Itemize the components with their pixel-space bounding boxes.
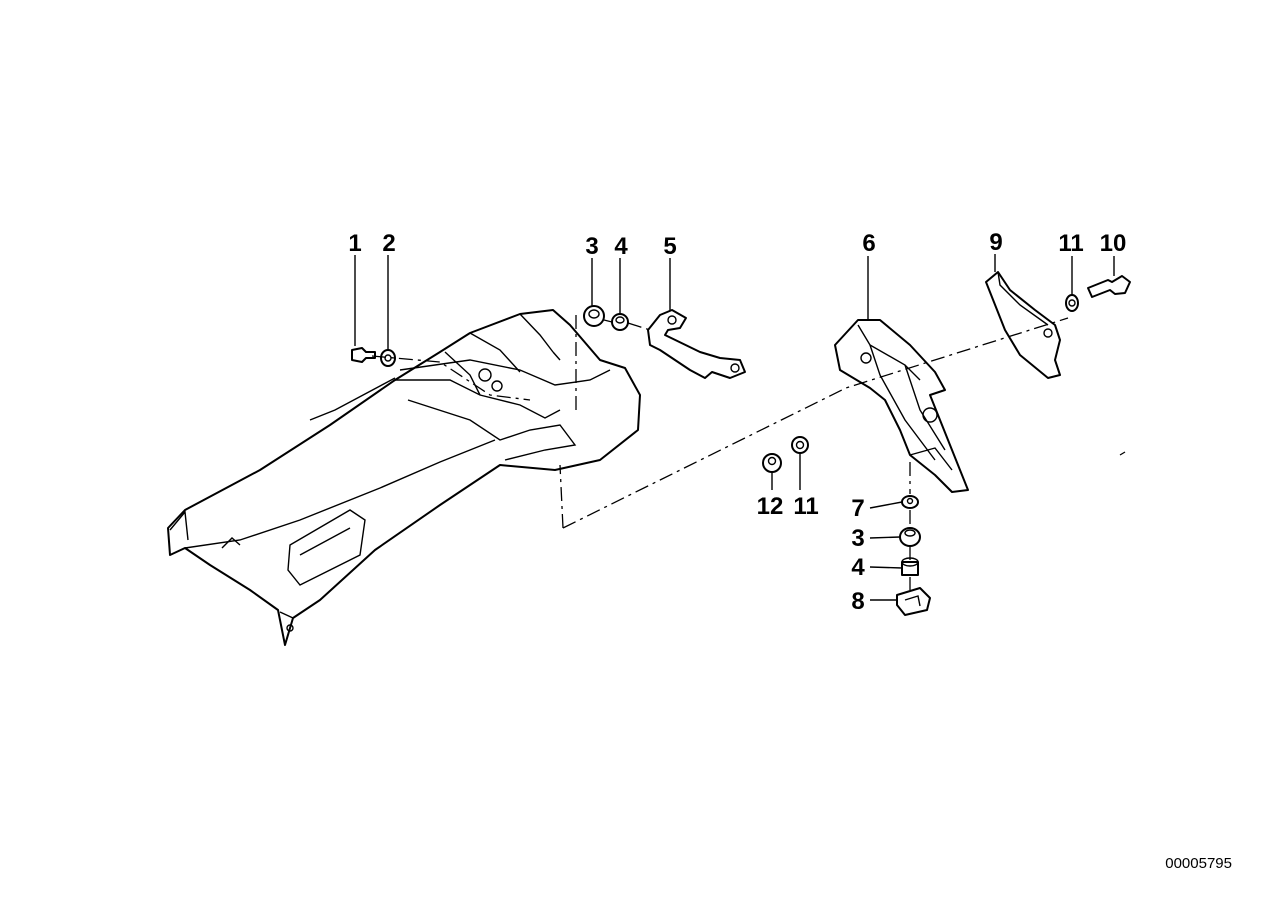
sleeve-4-bottom: [901, 557, 919, 576]
callout-2: 2: [382, 230, 395, 257]
nut-12: [762, 453, 782, 473]
callout-11-top: 11: [1058, 230, 1083, 257]
callout-11-bottom: 11: [793, 493, 818, 520]
callout-9: 9: [989, 229, 1002, 256]
callout-10: 10: [1100, 230, 1127, 257]
plate-9: [985, 271, 1061, 379]
sleeve-4-top: [611, 313, 629, 331]
callout-4-bottom: 4: [851, 554, 865, 581]
callout-3-top: 3: [585, 233, 598, 260]
bolt-1: [351, 347, 376, 363]
washer-11-bottom: [791, 436, 809, 454]
clip-nut-8: [896, 587, 931, 616]
callout-4-top: 4: [614, 233, 628, 260]
callout-8: 8: [851, 588, 864, 615]
rubber-mount-3-bottom: [899, 527, 921, 547]
assembly-lines: [371, 315, 1126, 590]
plate-carrier-6: [834, 319, 969, 493]
callout-labels: 1 2 3 4 5 6 9 11 10 12 11 7 3 4 8: [348, 229, 1126, 615]
callout-3-bottom: 3: [851, 525, 864, 552]
callout-5: 5: [663, 233, 676, 260]
callout-7: 7: [851, 495, 864, 522]
washer-7: [901, 495, 919, 509]
bracket-5: [647, 309, 746, 379]
callout-6: 6: [862, 230, 875, 257]
callout-12: 12: [757, 493, 784, 520]
callout-leaders: [354, 254, 1115, 601]
bolt-10: [1087, 275, 1131, 298]
rubber-mount-3-top: [583, 305, 605, 327]
callout-1: 1: [348, 230, 361, 257]
washer-11-top: [1065, 294, 1079, 312]
drawing-number: 00005795: [1165, 855, 1232, 872]
rear-mudguard: [167, 309, 641, 646]
